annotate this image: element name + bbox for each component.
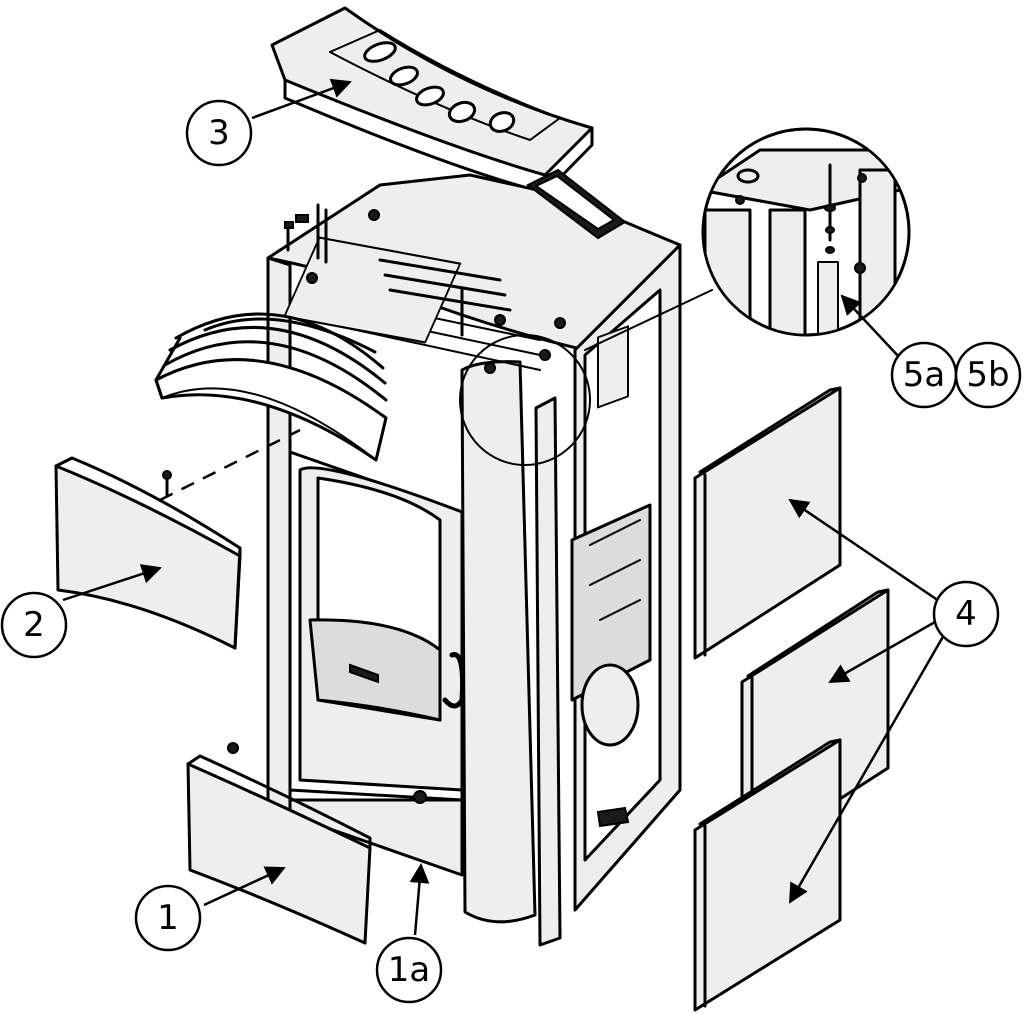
svg-text:1: 1 — [157, 898, 179, 938]
front-panel-upper — [54, 456, 242, 650]
side-panels — [693, 386, 890, 1012]
svg-text:2: 2 — [23, 605, 45, 645]
svg-text:5b: 5b — [966, 355, 1009, 395]
stove-body — [227, 168, 682, 947]
zoom-detail — [584, 127, 911, 351]
top-cover-panel — [270, 6, 594, 195]
control-holes — [363, 41, 516, 133]
callout-3: 3 — [185, 99, 253, 167]
callout-5a: 5a — [890, 341, 958, 409]
svg-text:1a: 1a — [388, 950, 430, 990]
callout-1: 1 — [134, 884, 202, 952]
svg-text:5a: 5a — [903, 355, 945, 395]
callout-5b: 5b — [954, 341, 1022, 409]
front-grille — [154, 312, 388, 462]
svg-text:4: 4 — [955, 594, 977, 634]
svg-text:3: 3 — [208, 113, 230, 153]
assembly-guide-line — [159, 428, 301, 502]
top-screws — [284, 203, 566, 374]
front-panel-lower — [186, 754, 372, 945]
callout-2: 2 — [0, 591, 68, 659]
callout-1a: 1a — [375, 936, 443, 1004]
burner-bars — [283, 236, 541, 371]
callout-leaders — [62, 78, 950, 936]
callout-4: 4 — [932, 580, 1000, 648]
